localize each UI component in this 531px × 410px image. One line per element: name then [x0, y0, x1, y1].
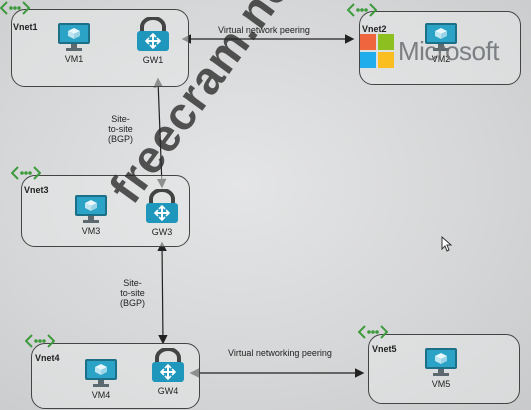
- peering-label-vnet4-vnet5: Virtual networking peering: [228, 348, 332, 358]
- vnet2-label: Vnet2: [362, 24, 387, 34]
- gw4-label: GW4: [157, 386, 179, 396]
- vnet1-label: Vnet1: [13, 22, 38, 32]
- virtual-machine-icon: [425, 348, 457, 376]
- s2s-label-gw3-gw4: Site- to-site (BGP): [120, 278, 145, 308]
- gw1-label: GW1: [142, 55, 164, 65]
- vm2-label: VM2: [431, 54, 451, 64]
- vm1-label: VM1: [64, 54, 84, 64]
- vm3-node[interactable]: VM3: [69, 194, 113, 236]
- s2s-label-line: Site-: [123, 278, 142, 288]
- s2s-label-line: (BGP): [108, 134, 134, 144]
- gw1-node[interactable]: GW1: [131, 17, 175, 65]
- gw3-node[interactable]: GW3: [140, 189, 184, 237]
- virtual-machine-icon: [75, 195, 107, 223]
- vm4-label: VM4: [91, 390, 111, 400]
- vnet1-icon: [0, 1, 30, 15]
- virtual-machine-icon: [425, 23, 457, 51]
- vnet5-icon: [358, 325, 388, 339]
- vnet3-icon: [11, 166, 41, 180]
- vm4-node[interactable]: VM4: [79, 358, 123, 400]
- vpn-gateway-icon: [137, 17, 169, 51]
- gw4-node[interactable]: GW4: [146, 348, 190, 396]
- gw3-label: GW3: [151, 227, 173, 237]
- vnet4-label: Vnet4: [35, 353, 60, 363]
- vm3-label: VM3: [81, 226, 101, 236]
- vpn-gateway-icon: [152, 348, 184, 382]
- vnet3-label: Vnet3: [24, 185, 49, 195]
- microsoft-brand-text: Microsoft: [398, 36, 499, 66]
- s2s-line-gw1-gw3: [153, 77, 167, 189]
- s2s-label-line: to-site: [108, 124, 133, 134]
- s2s-label-line: (BGP): [120, 298, 146, 308]
- microsoft-logo-icon: [360, 34, 394, 68]
- mouse-cursor-icon: [441, 236, 453, 252]
- virtual-machine-icon: [85, 359, 117, 387]
- s2s-label-line: Site-: [111, 114, 130, 124]
- vm5-node[interactable]: VM5: [419, 347, 463, 389]
- vm1-node[interactable]: VM1: [52, 22, 96, 64]
- vnet4-icon: [25, 334, 55, 348]
- s2s-label-gw1-gw3: Site- to-site (BGP): [108, 114, 133, 144]
- vnet2-icon: [347, 3, 377, 17]
- vnet5-label: Vnet5: [372, 344, 397, 354]
- s2s-label-line: to-site: [120, 288, 145, 298]
- vpn-gateway-icon: [146, 189, 178, 223]
- s2s-line-gw3-gw4: [157, 241, 168, 345]
- peering-label-vnet1-vnet2: Virtual network peering: [218, 25, 310, 35]
- vm2-node[interactable]: VM2: [419, 22, 463, 64]
- virtual-machine-icon: [58, 23, 90, 51]
- vm5-label: VM5: [431, 379, 451, 389]
